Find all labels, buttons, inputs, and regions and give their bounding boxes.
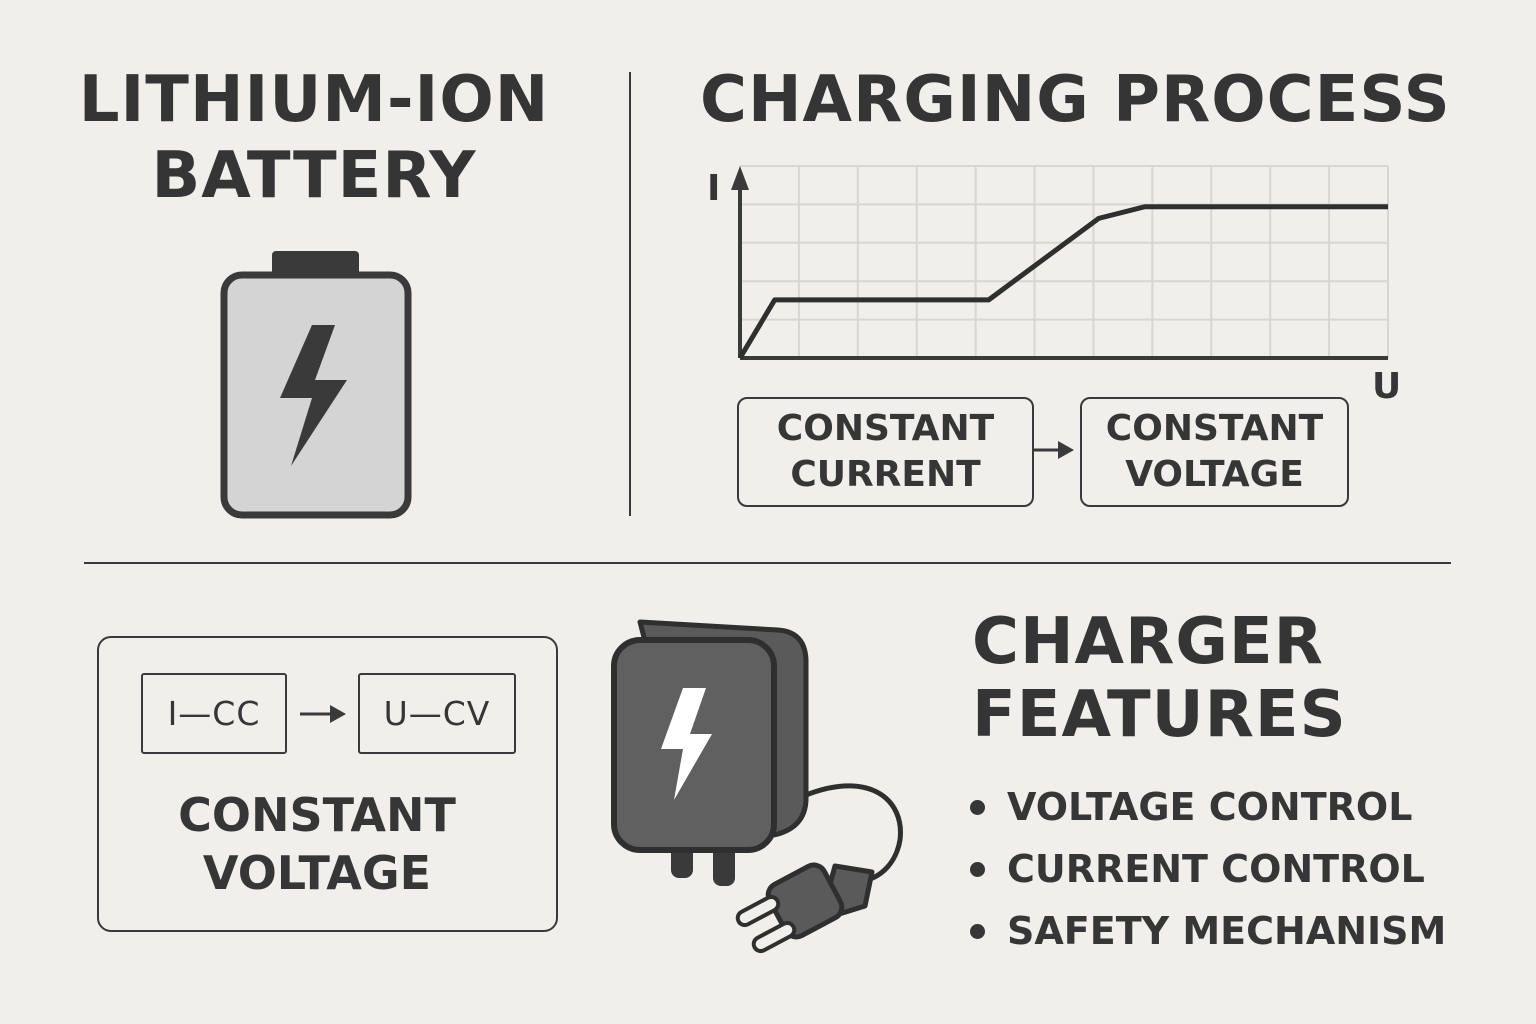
constant-current-line1: CONSTANT [776,408,995,449]
lightning-bolt-icon [661,688,712,800]
battery-title: LITHIUM-ION BATTERY [40,62,588,214]
constant-voltage-line1: CONSTANT [1105,408,1324,449]
features-title: CHARGER FEATURES [972,606,1492,752]
mode-label-line2: VOLTAGE [202,846,432,900]
lightning-bolt-icon [280,325,347,466]
y-axis-arrow-icon [731,166,749,190]
arrow-right-icon [330,705,346,723]
bullet-icon [970,799,985,815]
mode-label-line1: CONSTANT [178,788,456,842]
plug-pin-top [735,894,781,928]
bullet-icon [970,861,985,877]
bullet-icon [970,923,985,939]
chart-series-group [737,204,1388,360]
chart-axes [731,166,1388,360]
y-axis-label: I [707,168,721,209]
x-axis-label: U [1372,366,1402,407]
plug-pin-bottom [751,920,797,954]
feature-label: SAFETY MECHANISM [1007,909,1447,953]
constant-voltage-line2: VOLTAGE [1125,454,1304,495]
feature-label: CURRENT CONTROL [1007,847,1425,891]
features-title-line2: FEATURES [972,678,1347,752]
feature-item-voltage-control: VOLTAGE CONTROL [970,776,1446,838]
charging-title: CHARGING PROCESS [700,63,1451,137]
charger-cable [805,783,903,884]
features-list: VOLTAGE CONTROL CURRENT CONTROL SAFETY M… [970,776,1446,962]
constant-current-box: CONSTANT CURRENT [737,397,1034,507]
arrow-right-icon [1058,441,1074,459]
mode-label: CONSTANT VOLTAGE [97,786,537,902]
battery-title-line2: BATTERY [151,139,477,213]
features-title-line1: CHARGER [972,605,1324,679]
charger-plug [735,862,875,954]
feature-item-current-control: CURRENT CONTROL [970,838,1446,900]
feature-label: VOLTAGE CONTROL [1007,785,1413,829]
constant-current-line2: CURRENT [790,454,981,495]
plug-body [765,862,845,940]
charging-curve-series-0 [737,204,1388,360]
constant-voltage-box: CONSTANT VOLTAGE [1080,397,1349,507]
battery-title-line1: LITHIUM-ION [78,63,550,137]
i-cc-box: I—CC [141,673,287,754]
feature-item-safety-mechanism: SAFETY MECHANISM [970,900,1446,962]
u-cv-box: U—CV [358,673,516,754]
